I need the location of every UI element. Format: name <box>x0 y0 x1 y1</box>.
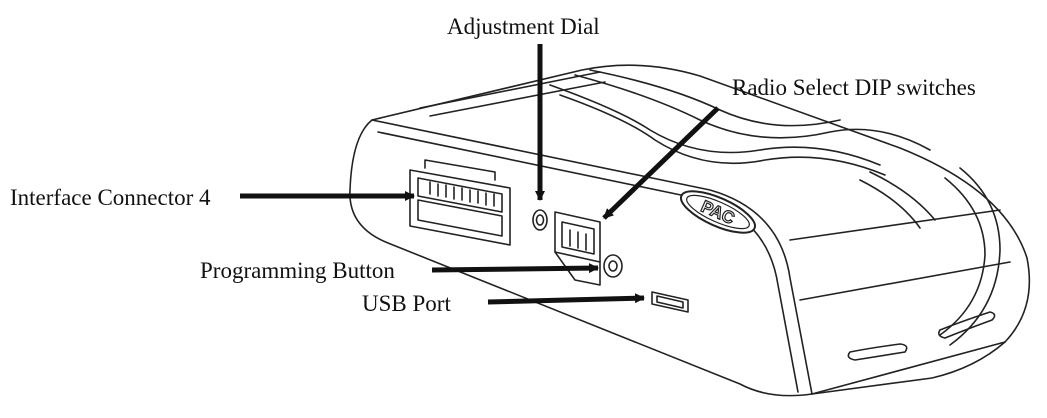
adjustment-dial-shape <box>532 209 548 231</box>
lid-seam-2 <box>429 81 606 117</box>
interface-connector-shape <box>409 159 511 246</box>
swoosh-4 <box>589 69 841 127</box>
top-front-edge-inner <box>377 131 799 393</box>
end-cap-inner <box>939 177 986 336</box>
swoosh-1 <box>549 84 881 166</box>
foot-left <box>847 343 908 361</box>
arrow-programming-button <box>431 263 599 274</box>
lid-seam <box>419 71 601 109</box>
swoosh-5 <box>859 179 921 229</box>
swoosh-2 <box>559 94 886 176</box>
right-face-edge <box>789 209 1001 241</box>
end-cap <box>949 167 1001 346</box>
dip-switch-shape <box>554 211 601 286</box>
label-programming-button: Programming Button <box>200 258 395 283</box>
swoosh-3 <box>574 74 931 151</box>
right-face-bottom <box>811 341 1006 395</box>
usb-port-shape <box>651 291 689 313</box>
label-interface-connector: Interface Connector 4 <box>10 185 211 210</box>
top-front-edge <box>371 119 813 395</box>
label-adjustment-dial: Adjustment Dial <box>447 14 600 39</box>
programming-button-shape <box>603 254 623 278</box>
label-usb-port: USB Port <box>362 291 451 316</box>
device-body <box>349 64 1031 397</box>
swoosh-6 <box>869 171 936 221</box>
foot-right <box>938 311 996 339</box>
right-face-lower <box>799 261 1011 301</box>
arrow-dip-switches <box>602 106 720 220</box>
arrow-usb-port <box>487 293 645 305</box>
label-radio-select-dip-switches: Radio Select DIP switches <box>732 75 976 100</box>
logo-badge: PAC <box>680 190 756 234</box>
